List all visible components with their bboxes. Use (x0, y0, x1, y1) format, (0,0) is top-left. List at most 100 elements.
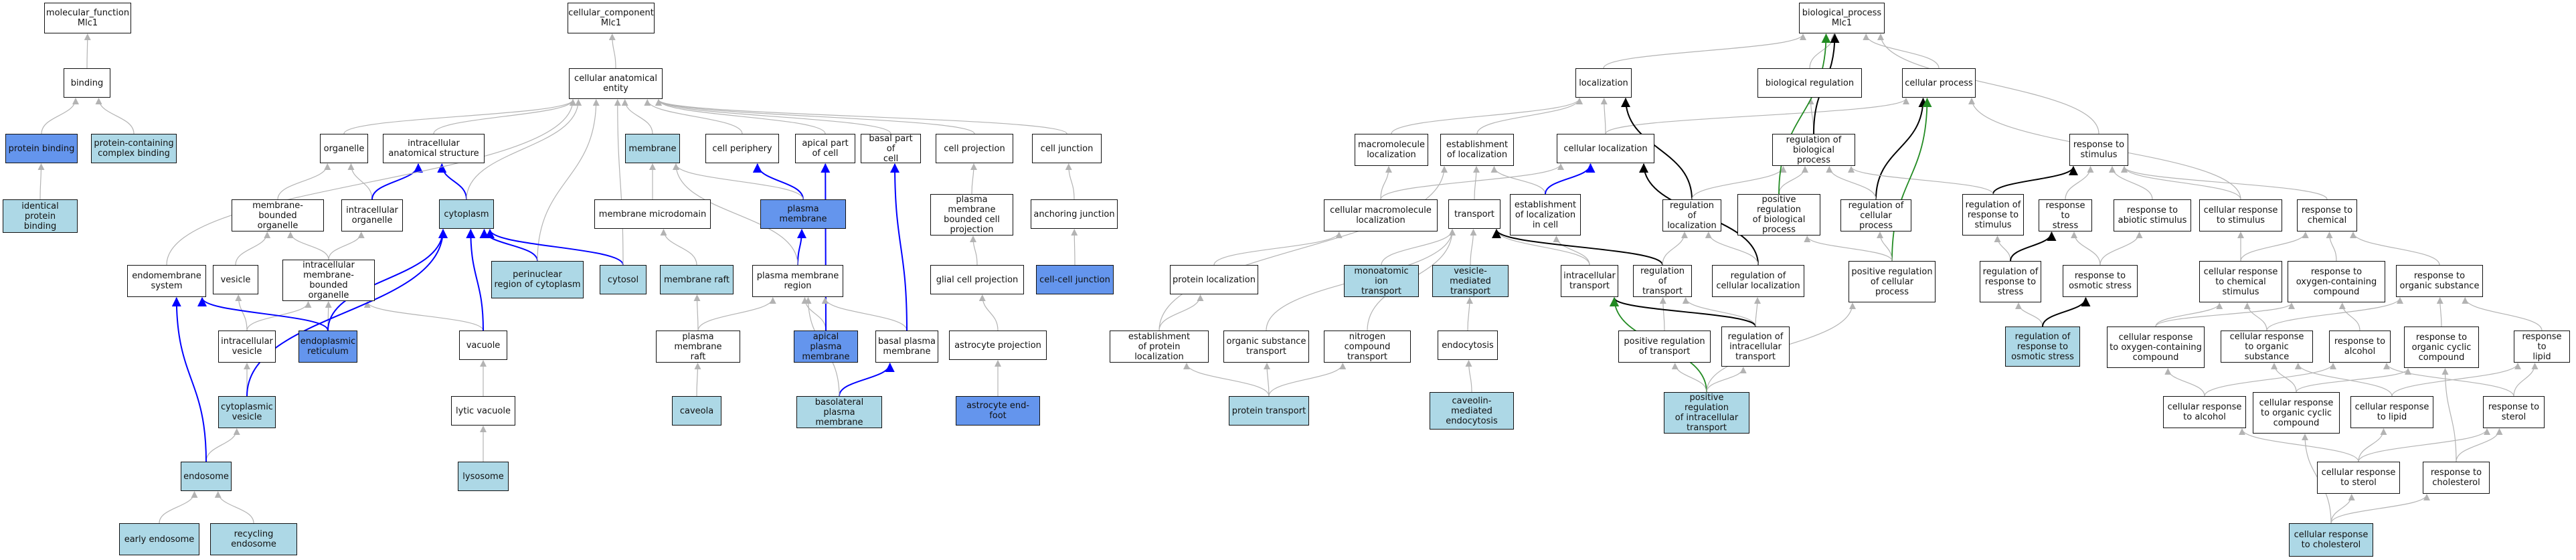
term-node-mf-root[interactable]: molecular_function Mlc1 (44, 3, 131, 33)
term-node-vesicle[interactable]: vesicle (213, 265, 258, 294)
term-node-response-to-stimulus[interactable]: response to stimulus (2069, 134, 2128, 166)
term-node-astrocyte-projection[interactable]: astrocyte projection (949, 331, 1047, 360)
term-node-cellular-response-to-stimulus[interactable]: cellular response to stimulus (2199, 199, 2282, 231)
term-node-protein-binding[interactable]: protein binding (5, 134, 78, 163)
term-node-cell-cell-junction[interactable]: cell-cell junction (1036, 265, 1114, 294)
term-node-perinuclear-region[interactable]: perinuclear region of cytoplasm (491, 261, 584, 298)
term-node-establishment-of-localization[interactable]: establishment of localization (1440, 134, 1514, 166)
term-node-response-to-sterol[interactable]: response to sterol (2483, 396, 2545, 428)
term-node-nitrogen-compound-transport[interactable]: nitrogen compound transport (1324, 331, 1411, 363)
term-node-response-to-stress[interactable]: response to stress (2039, 199, 2092, 231)
term-node-positive-regulation-of-intracellular-transport[interactable]: positive regulation of intracellular tra… (1664, 392, 1749, 434)
term-node-apical-part[interactable]: apical part of cell (795, 134, 855, 163)
term-node-membrane-bounded-organelle[interactable]: membrane-bounded organelle (232, 199, 324, 231)
term-node-cellular-localization[interactable]: cellular localization (1557, 134, 1654, 163)
term-node-membrane-raft[interactable]: membrane raft (660, 265, 734, 294)
term-node-anchoring-junction[interactable]: anchoring junction (1031, 199, 1118, 229)
term-node-biological-regulation[interactable]: biological regulation (1757, 68, 1862, 98)
term-node-cellular-response-to-alcohol[interactable]: cellular response to alcohol (2163, 396, 2246, 428)
term-node-vacuole[interactable]: vacuole (459, 331, 507, 360)
term-node-response-to-organic-substance[interactable]: response to organic substance (2396, 265, 2483, 297)
term-node-cellular-response-to-cholesterol[interactable]: cellular response to cholesterol (2289, 523, 2373, 557)
term-node-cytoplasm[interactable]: cytoplasm (439, 199, 494, 229)
term-node-regulation-of-transport[interactable]: regulation of transport (1633, 265, 1692, 297)
term-node-intracellular-organelle[interactable]: intracellular organelle (341, 199, 403, 231)
term-node-caveolin-mediated-endocytosis[interactable]: caveolin-mediated endocytosis (1430, 392, 1514, 430)
term-node-bp-root[interactable]: biological_process Mlc1 (1799, 3, 1885, 33)
term-node-regulation-of-cellular-localization[interactable]: regulation of cellular localization (1712, 265, 1804, 297)
term-node-organelle[interactable]: organelle (320, 134, 368, 163)
term-node-regulation-of-localization[interactable]: regulation of localization (1662, 199, 1721, 231)
term-node-apical-plasma-membrane[interactable]: apical plasma membrane (794, 331, 858, 363)
term-node-positive-regulation-of-cellular-process[interactable]: positive regulation of cellular process (1849, 261, 1936, 302)
term-node-membrane-microdomain[interactable]: membrane microdomain (594, 199, 711, 229)
term-node-localization[interactable]: localization (1575, 68, 1632, 98)
term-node-binding[interactable]: binding (64, 68, 110, 98)
term-node-cellular-response-to-oxygen-containing-compound[interactable]: cellular response to oxygen-containing c… (2107, 326, 2205, 368)
term-node-plasma-membrane[interactable]: plasma membrane (760, 199, 846, 229)
term-node-astrocyte-end-foot[interactable]: astrocyte end-foot (956, 396, 1040, 426)
term-node-response-to-osmotic-stress[interactable]: response to osmotic stress (2063, 265, 2138, 297)
term-node-cell-junction[interactable]: cell junction (1032, 134, 1102, 163)
term-node-establishment-loc-in-cell[interactable]: establishment of localization in cell (1510, 194, 1581, 236)
term-node-response-to-organic-cyclic-compound[interactable]: response to organic cyclic compound (2404, 326, 2479, 368)
term-node-basal-plasma-membrane[interactable]: basal plasma membrane (875, 331, 938, 363)
term-node-glial-cell-projection[interactable]: glial cell projection (930, 265, 1024, 294)
term-node-regulation-of-response-to-stimulus[interactable]: regulation of response to stimulus (1962, 194, 2024, 236)
term-node-response-to-alcohol[interactable]: response to alcohol (2329, 331, 2391, 363)
term-node-regulation-of-response-to-stress[interactable]: regulation of response to stress (1980, 261, 2041, 302)
term-node-intracellular-vesicle[interactable]: intracellular vesicle (218, 331, 276, 363)
term-node-endosome[interactable]: endosome (181, 462, 232, 491)
term-node-cellular-response-to-organic-cyclic-compound[interactable]: cellular response to organic cyclic comp… (2253, 392, 2340, 434)
term-node-macromolecule-localization[interactable]: macromolecule localization (1355, 134, 1428, 166)
term-node-regulation-of-bp[interactable]: regulation of biological process (1772, 134, 1855, 166)
term-node-monoatomic-ion-transport[interactable]: monoatomic ion transport (1344, 265, 1419, 297)
term-node-cc-root[interactable]: cellular_component Mlc1 (568, 3, 655, 33)
term-node-plasma-membrane-region[interactable]: plasma membrane region (752, 265, 843, 297)
term-node-endomembrane-system[interactable]: endomembrane system (127, 265, 206, 297)
term-node-response-to-lipid[interactable]: response to lipid (2514, 331, 2570, 363)
term-node-cellular-response-to-sterol[interactable]: cellular response to sterol (2317, 462, 2400, 494)
term-node-transport[interactable]: transport (1448, 199, 1500, 229)
term-node-intracellular-transport[interactable]: intracellular transport (1561, 265, 1618, 297)
term-node-regulation-of-intracellular-transport[interactable]: regulation of intracellular transport (1721, 326, 1790, 367)
term-node-lysosome[interactable]: lysosome (458, 462, 509, 491)
term-node-recycling-endosome[interactable]: recycling endosome (210, 523, 297, 555)
term-node-response-to-abiotic-stimulus[interactable]: response to abiotic stimulus (2114, 199, 2191, 231)
term-node-organic-substance-transport[interactable]: organic substance transport (1223, 331, 1309, 363)
term-node-cellular-response-to-lipid[interactable]: cellular response to lipid (2350, 396, 2433, 428)
term-node-response-to-cholesterol[interactable]: response to cholesterol (2423, 462, 2490, 494)
term-node-identical-protein-binding[interactable]: identical protein binding (3, 199, 78, 233)
term-node-establishment-of-protein-localization[interactable]: establishment of protein localization (1110, 331, 1209, 363)
term-node-cell-anat-entity[interactable]: cellular anatomical entity (569, 68, 663, 99)
term-node-response-to-oxygen-containing-compound[interactable]: response to oxygen-containing compound (2288, 261, 2385, 302)
term-node-intracellular-mbo[interactable]: intracellular membrane-bounded organelle (282, 260, 375, 301)
term-node-lytic-vacuole[interactable]: lytic vacuole (451, 396, 515, 426)
term-node-caveola[interactable]: caveola (672, 396, 721, 426)
term-node-pm-bounded-cell-projection[interactable]: plasma membrane bounded cell projection (930, 194, 1013, 236)
term-node-cellular-macromolecule-localization[interactable]: cellular macromolecule localization (1324, 199, 1438, 231)
term-node-intracellular-anat-structure[interactable]: intracellular anatomical structure (383, 134, 485, 163)
term-node-cell-projection[interactable]: cell projection (936, 134, 1013, 163)
term-node-cellular-process[interactable]: cellular process (1902, 68, 1976, 98)
term-node-cell-periphery[interactable]: cell periphery (705, 134, 779, 163)
term-node-protein-transport[interactable]: protein transport (1229, 396, 1309, 426)
term-node-cytoplasmic-vesicle[interactable]: cytoplasmic vesicle (218, 396, 276, 428)
term-node-vesicle-mediated-transport[interactable]: vesicle-mediated transport (1432, 265, 1509, 297)
term-node-positive-regulation-of-bp[interactable]: positive regulation of biological proces… (1737, 194, 1820, 236)
term-node-membrane[interactable]: membrane (625, 134, 680, 163)
term-node-positive-regulation-of-transport[interactable]: positive regulation of transport (1618, 331, 1711, 363)
term-node-regulation-of-osmotic-stress[interactable]: regulation of response to osmotic stress (2005, 326, 2080, 367)
term-node-early-endosome[interactable]: early endosome (119, 523, 199, 555)
term-node-endoplasmic-reticulum[interactable]: endoplasmic reticulum (298, 331, 357, 363)
term-node-basal-part[interactable]: basal part of cell (861, 134, 921, 164)
term-node-regulation-of-cellular-process[interactable]: regulation of cellular process (1840, 199, 1911, 231)
term-node-protein-complex-binding[interactable]: protein-containing complex binding (91, 134, 177, 163)
term-node-protein-localization[interactable]: protein localization (1170, 265, 1258, 294)
term-node-plasma-membrane-raft[interactable]: plasma membrane raft (656, 331, 740, 363)
term-node-endocytosis[interactable]: endocytosis (1438, 331, 1498, 360)
term-node-cellular-response-to-organic-substance[interactable]: cellular response to organic substance (2221, 331, 2313, 363)
term-node-basolateral-pm[interactable]: basolateral plasma membrane (796, 396, 882, 428)
term-node-response-to-chemical[interactable]: response to chemical (2297, 199, 2357, 231)
term-node-cytosol[interactable]: cytosol (600, 265, 647, 294)
